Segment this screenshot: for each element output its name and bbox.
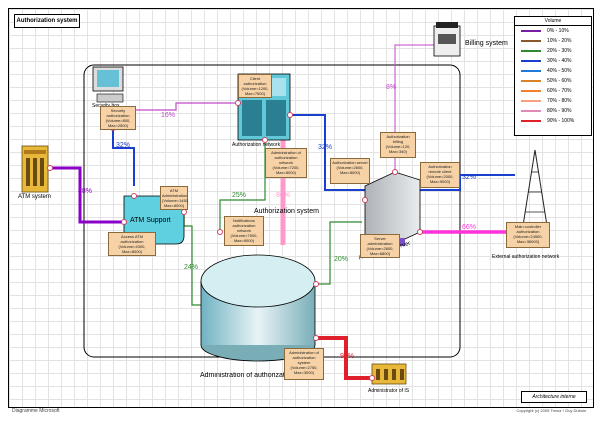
note-notifications: Notifications authorization network (Vol… [224, 216, 264, 246]
administrator-is-icon[interactable] [371, 363, 407, 385]
note-auth-billing: Authorization billing (Volume=120, Max=3… [380, 132, 416, 158]
pct-server-admin: 20% [334, 256, 349, 263]
legend-swatch [521, 90, 541, 92]
legend-label: 70% - 80% [547, 98, 572, 104]
pct-server-external: 66% [462, 224, 477, 231]
legend-row: 90% - 100% [515, 116, 591, 126]
note-admin-system: Administration of authorization system (… [284, 348, 324, 380]
legend-label: 80% - 90% [547, 108, 572, 114]
legend-row: 60% - 70% [515, 86, 591, 96]
legend-swatch [521, 100, 541, 102]
architecture-label: Architecture interne [521, 391, 587, 403]
legend-label: 60% - 70% [547, 88, 572, 94]
pct-security-support: 32% [116, 142, 131, 149]
pct-network-system: 25% [232, 192, 247, 199]
legend-label: 10% - 20% [547, 38, 572, 44]
link-atm-support [50, 166, 124, 224]
legend-label: 0% - 10% [547, 28, 569, 34]
legend-row: 50% - 60% [515, 76, 591, 86]
note-admin-network: Administration of authorization network … [265, 148, 307, 178]
legend-swatch [521, 40, 541, 42]
legend-swatch [521, 50, 541, 52]
legend-swatch [521, 80, 541, 82]
node-label-atm-system: ATM system [18, 194, 51, 200]
legend-swatch [521, 30, 541, 32]
pct-server-billing: 8% [386, 84, 397, 91]
link-network-server [290, 114, 365, 191]
footer-right: Copyright (c) 2005 Tresor / Guy Dubois [516, 408, 586, 413]
legend-label: 20% - 30% [547, 48, 572, 54]
footer-left: Diagramme Microsoft [12, 408, 60, 414]
pct-network-down: 80% [276, 192, 291, 199]
legend-swatch [521, 70, 541, 72]
legend-row: 0% - 10% [515, 26, 591, 36]
legend-swatch [521, 120, 541, 122]
pct-network-server: 32% [318, 144, 333, 151]
node-label-administrator-is: Administrator of IS [368, 388, 410, 394]
pct-admin-is: 91% [340, 353, 355, 360]
link-server-external-top [420, 174, 515, 191]
diagram-title: Authorization system [14, 14, 80, 28]
note-access-atm: Access ATM authorization (Volume=4300, M… [108, 232, 156, 256]
note-main-controller: Main controller authorization (Volume=24… [506, 222, 550, 248]
node-label-authorization-system: Authorization system [254, 208, 319, 215]
legend-label: 40% - 50% [547, 68, 572, 74]
note-client: Client authorization (Volume=1200, Max=7… [238, 74, 272, 98]
node-label-authorization-network: Authorization network [232, 142, 281, 148]
node-label-billing-system: Billing system [465, 40, 508, 47]
link-security-network [130, 102, 238, 111]
external-network-icon[interactable] [521, 149, 549, 233]
legend-row: 30% - 40% [515, 56, 591, 66]
legend-row: 70% - 80% [515, 96, 591, 106]
note-security: Security authorization (Volume=800, Max=… [100, 106, 136, 130]
link-server-admin [316, 221, 362, 285]
node-label-atm-support: ATM Support [130, 217, 171, 224]
volume-legend: Volume 0% - 10% 10% - 20% 20% - 30% 30% - 4… [514, 16, 592, 136]
legend-rows: 0% - 10% 10% - 20% 20% - 30% 30% - 40% 40% -… [515, 26, 591, 126]
legend-label: 30% - 40% [547, 58, 572, 64]
legend-label: 50% - 60% [547, 78, 572, 84]
note-remote-client: Authorization remote client (Volume=2000… [420, 162, 460, 188]
legend-row: 40% - 50% [515, 66, 591, 76]
legend-swatch [521, 60, 541, 62]
pct-security-network: 16% [161, 112, 176, 119]
note-atm-admin: ATM Administration (Volume=1450, Max=800… [160, 186, 190, 210]
note-auth-server: Authorization server (Volume=2600, Max=8… [330, 158, 370, 184]
node-label-external-network: External authorization network [492, 254, 560, 260]
legend-title: Volume [515, 17, 591, 26]
legend-row: 80% - 90% [515, 106, 591, 116]
note-server-admin: Server administration (Volume=2600, Max=… [360, 234, 400, 258]
pct-support-admin: 24% [184, 264, 199, 271]
legend-row: 20% - 30% [515, 46, 591, 56]
link-server-billing [394, 44, 440, 172]
link-support-admin [183, 212, 202, 306]
node-label-administration: Administration of authorizations [200, 372, 298, 379]
link-admin-is [316, 336, 372, 380]
legend-row: 10% - 20% [515, 36, 591, 46]
legend-label: 90% - 100% [547, 118, 575, 124]
pct-atm-support: 48% [78, 188, 93, 195]
legend-swatch [521, 110, 541, 112]
link-security-support [112, 130, 135, 186]
database-cylinder[interactable] [200, 254, 316, 308]
pct-server-external-top: 32% [462, 174, 477, 181]
